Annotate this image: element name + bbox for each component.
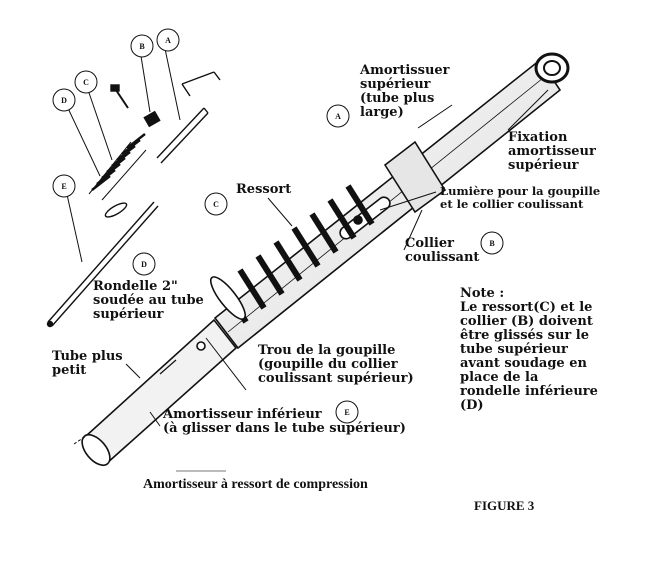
label-ressort: Ressort [236,182,292,197]
main-assembly [73,52,570,467]
figure-label: FIGURE 3 [474,498,535,513]
label-tube-petit: Tube plus petit [52,349,123,378]
leader-lines [125,89,549,427]
callout-c-main: C [204,192,228,216]
callout-c-main-text: C [213,200,219,209]
callout-a-top-text: A [165,36,171,45]
callout-e-main: E [335,400,359,424]
callout-b-top: B [130,34,154,58]
label-lumiere: Lumière pour la goupille et le collier c… [440,184,601,211]
label-amortisseur-superieur: Amortissuer supérieur (tube plus large) [360,63,450,120]
callout-b-top-text: B [139,42,145,51]
callout-a-main: A [326,104,350,128]
callout-b-main-text: B [489,239,495,248]
callout-c-top: C [74,70,98,94]
callout-c-top-text: C [83,78,89,87]
callout-d-top-text: D [61,96,67,105]
label-fixation: Fixation amortisseur supérieur [508,130,596,173]
label-amortisseur-inferieur: Amortisseur inférieur (à glisser dans le… [163,407,406,436]
callout-d-main-text: D [141,260,147,269]
callout-circles: A B C D E A C [52,28,504,424]
label-collier: Collier coulissant [405,236,480,265]
label-rondelle: Rondelle 2" soudée au tube supérieur [93,279,204,322]
callout-d-main: D [132,252,156,276]
callout-b-main: B [480,231,504,255]
label-trou: Trou de la goupille (goupille du collier… [258,343,414,386]
callout-a-main-text: A [335,112,341,121]
exploded-view [46,43,221,328]
callout-e-main-text: E [344,408,349,417]
callout-e-top: E [52,174,76,198]
note-text: Note : Le ressort(C) et le collier (B) d… [460,286,598,413]
callout-d-top: D [52,88,76,112]
callout-a-top: A [156,28,180,52]
callout-e-top-text: E [61,182,66,191]
exploded-spring [91,133,146,191]
figure-caption: Amortisseur à ressort de compression [143,477,368,492]
